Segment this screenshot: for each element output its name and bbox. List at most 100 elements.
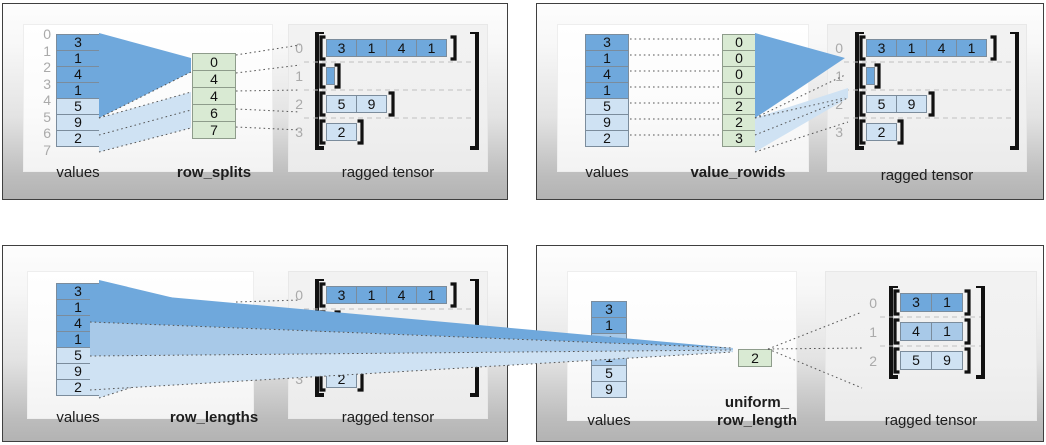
values-boundary-index: 0 xyxy=(43,26,51,42)
tensor-row-index-label: 1 xyxy=(835,68,843,84)
values-cell: 3 xyxy=(591,301,627,318)
values-boundary-index: 7 xyxy=(43,141,51,158)
row-lengths-cell: 1 xyxy=(192,357,236,375)
caption-values-row-splits: values xyxy=(56,164,100,181)
uniform-row-length-box: 2 xyxy=(738,349,772,367)
tensor-row-index-label: 2 xyxy=(869,352,877,369)
values-boundary-index: 5 xyxy=(43,108,51,125)
caption-row-splits: row_splits xyxy=(176,164,252,181)
caption-ragged-tensor-uniform-row-length: ragged tensor xyxy=(884,412,978,429)
tensor-cell: 9 xyxy=(356,342,387,360)
tensor-cell: 4 xyxy=(926,39,957,57)
tensor-cell: 4 xyxy=(900,322,932,341)
values-cell: 9 xyxy=(585,114,629,131)
tensor-row-index-label: 1 xyxy=(869,323,877,340)
values-cell: 9 xyxy=(56,114,100,131)
values-cell: 1 xyxy=(56,50,100,67)
values-cell: 1 xyxy=(56,299,100,316)
row-lengths-cell: 0 xyxy=(192,323,236,341)
value-rowids-cell: 2 xyxy=(722,114,756,131)
values-cell: 2 xyxy=(585,130,629,147)
tensor-cell: 1 xyxy=(416,286,447,304)
tensor-cell: 1 xyxy=(356,286,387,304)
tensor-empty-row-cell xyxy=(326,67,335,85)
tensor-cell: 2 xyxy=(326,123,357,141)
tensor-cell: 4 xyxy=(386,286,417,304)
tensor-cell: 2 xyxy=(866,123,897,141)
values-cell: 4 xyxy=(585,66,629,83)
value-rowids-cell: 3 xyxy=(722,130,756,147)
value-rowids-cell: 2 xyxy=(722,98,756,115)
tensor-row-index-label: 1 xyxy=(295,315,303,331)
tensor-row-index-label: 2 xyxy=(295,96,303,112)
tensor-cell: 4 xyxy=(386,39,417,57)
values-cell: 1 xyxy=(585,50,629,67)
values-boundary-index: 6 xyxy=(43,125,51,141)
row-lengths-cell: 4 xyxy=(192,306,236,324)
tensor-row-index-label: 3 xyxy=(295,124,303,140)
values-boundary-index: 4 xyxy=(43,92,51,108)
row-bracket-icon xyxy=(319,119,364,145)
values-cell: 3 xyxy=(56,34,100,51)
value-rowids-cell: 0 xyxy=(722,82,756,99)
tensor-row-index-label: 0 xyxy=(869,294,877,311)
row-splits-cell: 6 xyxy=(192,104,236,122)
values-cell: 5 xyxy=(591,365,627,382)
values-boundary-index: 2 xyxy=(43,59,51,75)
tensor-cell: 5 xyxy=(326,342,357,360)
value-rowids-cell: 0 xyxy=(722,50,756,67)
values-boundary-index: 3 xyxy=(43,75,51,92)
values-cell: 1 xyxy=(585,82,629,99)
tensor-row-index-label: 0 xyxy=(835,40,843,56)
tensor-cell: 5 xyxy=(900,351,932,370)
tensor-cell: 9 xyxy=(356,95,387,113)
caption-ragged-tensor-row-splits: ragged tensor xyxy=(341,164,435,181)
row-bracket-icon xyxy=(319,91,395,117)
tensor-cell: 1 xyxy=(931,293,963,312)
values-cell: 2 xyxy=(56,379,100,396)
tensor-row-index-label: 3 xyxy=(835,124,843,140)
values-cell: 1 xyxy=(56,82,100,99)
row-bracket-icon xyxy=(893,289,971,316)
tensor-cell: 1 xyxy=(356,39,387,57)
tensor-cell: 5 xyxy=(866,95,897,113)
row-bracket-icon xyxy=(893,318,971,345)
values-cell: 1 xyxy=(591,349,627,366)
values-cell: 5 xyxy=(56,98,100,115)
tensor-brackets xyxy=(877,286,985,379)
tensor-brackets xyxy=(843,32,1019,150)
tensor-empty-row-cell xyxy=(326,314,335,332)
row-splits-cell: 4 xyxy=(192,70,236,88)
uniform-row-length-cell: 2 xyxy=(738,349,772,367)
row-bracket-icon xyxy=(859,35,997,61)
tensor-row-index-label: 3 xyxy=(295,371,303,387)
row-splits-cell: 4 xyxy=(192,87,236,105)
values-cell: 5 xyxy=(585,98,629,115)
tensor-row-index-label: 1 xyxy=(295,68,303,84)
row-bracket-icon xyxy=(859,91,935,117)
tensor-row-index-label: 2 xyxy=(835,96,843,112)
tensor-cell: 5 xyxy=(326,95,357,113)
values-cell: 5 xyxy=(56,347,100,364)
caption-value-rowids: value_rowids xyxy=(690,164,786,181)
value-rowids-cell: 0 xyxy=(722,34,756,51)
value-rowids-cell: 0 xyxy=(722,66,756,83)
row-bracket-icon xyxy=(319,63,341,89)
values-cell: 1 xyxy=(56,331,100,348)
tensor-cell: 1 xyxy=(956,39,987,57)
row-bracket-icon xyxy=(893,347,971,374)
tensor-cell: 3 xyxy=(900,293,932,312)
caption-ragged-tensor-row-lengths: ragged tensor xyxy=(341,409,435,426)
values-cell: 3 xyxy=(56,283,100,300)
caption-values-uniform-row-length: values xyxy=(587,412,631,429)
row-bracket-icon xyxy=(319,35,457,61)
